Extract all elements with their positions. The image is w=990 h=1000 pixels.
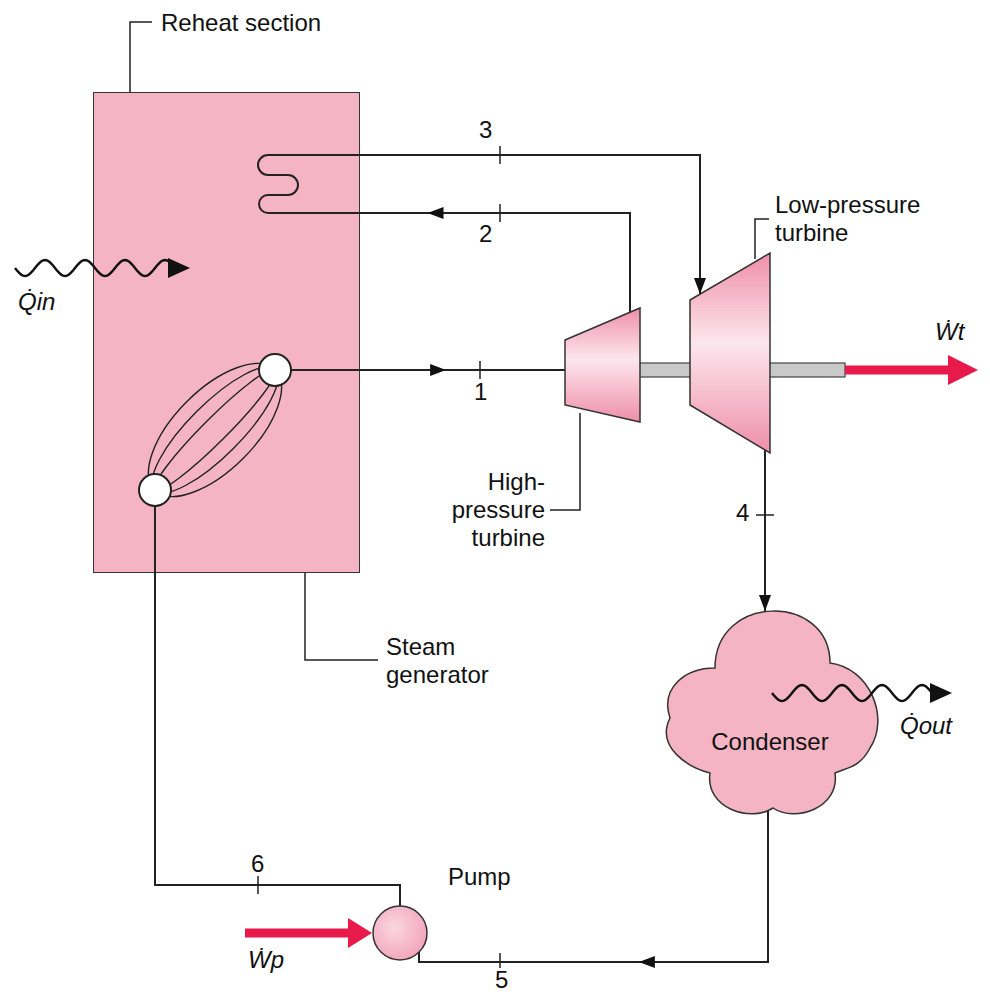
heat-arrow-head <box>930 683 952 703</box>
hp-turbine-outline <box>565 308 640 422</box>
pipe-connector <box>360 213 630 312</box>
header-drum <box>259 354 291 386</box>
heat-arrow-head <box>168 258 190 278</box>
state-number: 3 <box>478 118 493 142</box>
pump-circle: Pump <box>372 905 428 961</box>
lp-turbine-shape <box>690 253 770 453</box>
lp-turbine: Low-pressure turbine <box>690 253 770 453</box>
component-label: Reheat section <box>161 9 361 37</box>
hp-turbine: High-pressure turbine <box>565 308 640 422</box>
arrow-head <box>430 364 446 376</box>
pump-circle-outline <box>372 905 428 961</box>
pump-work-arrow <box>245 929 352 938</box>
pump-work-arrow-head <box>348 918 372 948</box>
reheat-coil <box>258 155 360 213</box>
pump-circle-shape <box>373 906 427 960</box>
leader-line <box>755 219 769 259</box>
energy-label: Q̇out <box>900 712 952 740</box>
component-label: Low-pressure turbine <box>775 191 950 247</box>
hp-turbine-shape <box>565 308 640 422</box>
energy-label: Ẇt <box>935 318 964 346</box>
state-number: 6 <box>250 852 265 876</box>
arrow-head <box>759 595 771 611</box>
condenser-shell: Condenser <box>655 608 895 823</box>
pipe <box>291 369 360 371</box>
pipe-connector <box>155 573 400 906</box>
condenser-shell-outline <box>655 608 895 823</box>
state-number: 4 <box>735 501 750 525</box>
work-arrow-head <box>948 355 978 385</box>
arrow-head <box>428 207 444 219</box>
tube <box>137 352 294 509</box>
component-label: Condenser <box>680 728 860 756</box>
lp-turbine-outline <box>690 253 770 453</box>
component-label: Steam generator <box>386 633 526 689</box>
steam-generator-box: Reheat sectionSteam generator <box>93 92 360 573</box>
tube-bundle <box>127 342 304 519</box>
header-drum <box>139 474 171 506</box>
arrow-head <box>639 956 655 968</box>
tube <box>127 342 304 519</box>
pipe <box>154 506 156 573</box>
heat-wave-arrow <box>772 685 932 701</box>
state-number: 5 <box>494 968 509 992</box>
pipe-connector <box>360 155 700 294</box>
heat-wave-arrow <box>15 260 169 276</box>
pipe-connector <box>764 450 766 611</box>
state-number: 2 <box>478 222 493 246</box>
component-label: High-pressure turbine <box>425 468 545 552</box>
energy-label: Ẇp <box>248 946 284 974</box>
leader-line <box>305 573 378 660</box>
leader-line <box>550 413 580 510</box>
component-label: Pump <box>448 863 528 891</box>
condenser-shell-shape <box>666 611 877 814</box>
energy-label: Q̇in <box>18 288 55 316</box>
state-number: 1 <box>473 380 488 404</box>
work-arrow <box>845 366 952 375</box>
pipe-connector <box>360 369 565 371</box>
pipe-connector <box>419 808 768 962</box>
leader-line <box>130 22 152 92</box>
